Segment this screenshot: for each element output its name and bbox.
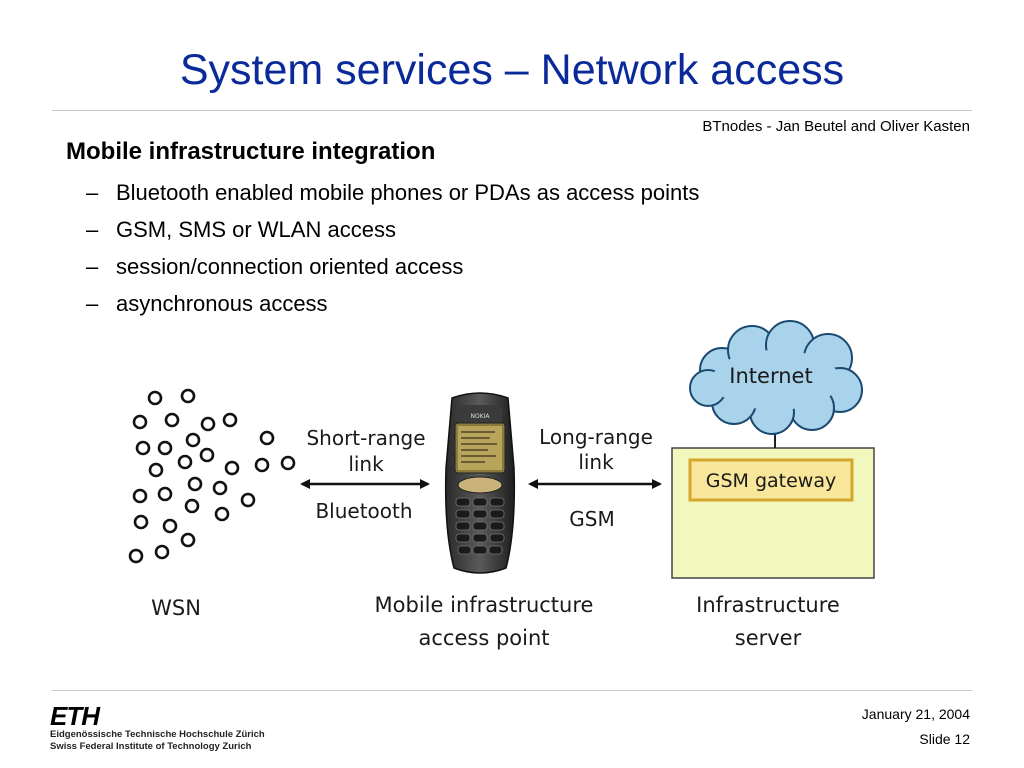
sensor-node — [147, 390, 163, 406]
sensor-node — [180, 388, 196, 404]
infrastructure-server-box: GSM gateway — [671, 447, 875, 579]
eth-logo-line2: Swiss Federal Institute of Technology Zu… — [50, 741, 252, 752]
wsn-caption: WSN — [151, 596, 201, 620]
svg-text:NOKIA: NOKIA — [470, 413, 490, 420]
sensor-node — [214, 506, 230, 522]
bullet-item: –GSM, SMS or WLAN access — [86, 211, 699, 248]
mobile-phone-icon: NOKIA — [444, 392, 516, 574]
dash-marker: – — [86, 180, 99, 205]
sensor-node — [157, 440, 173, 456]
server-caption-line2: server — [735, 626, 802, 650]
slide-date: January 21, 2004 — [861, 706, 970, 722]
sensor-node — [222, 412, 238, 428]
bullet-item: –asynchronous access — [86, 285, 699, 322]
sensor-node — [280, 455, 296, 471]
gsm-gateway-label: GSM gateway — [706, 470, 837, 492]
eth-logo: ETH Eidgenössische Technische Hochschule… — [50, 703, 265, 753]
internet-label: Internet — [729, 364, 812, 388]
sensor-node — [157, 486, 173, 502]
sensor-node — [133, 514, 149, 530]
sensor-node — [177, 454, 193, 470]
bullet-text: GSM, SMS or WLAN access — [116, 217, 396, 242]
dash-marker: – — [86, 217, 99, 242]
short-range-label: Short-range — [306, 426, 425, 450]
eth-logo-word: ETH — [50, 701, 100, 731]
sensor-node — [154, 544, 170, 560]
slide-title: System services – Network access — [179, 46, 845, 94]
sensor-node — [259, 430, 275, 446]
sensor-node — [132, 488, 148, 504]
eth-logo-line1: Eidgenössische Technische Hochschule Zür… — [50, 729, 265, 740]
sensor-node — [180, 532, 196, 548]
mobile-caption-line1: Mobile infrastructure — [375, 593, 594, 617]
sensor-node — [164, 412, 180, 428]
sensor-node — [254, 457, 270, 473]
bullet-text: Bluetooth enabled mobile phones or PDAs … — [116, 180, 700, 205]
sensor-node — [199, 447, 215, 463]
sensor-node — [212, 480, 228, 496]
dash-marker: – — [86, 254, 99, 279]
sensor-node — [132, 414, 148, 430]
sensor-node — [240, 492, 256, 508]
gsm-label: GSM — [569, 507, 614, 531]
long-range-link-word: link — [578, 450, 614, 474]
sensor-node — [185, 432, 201, 448]
author-line: BTnodes - Jan Beutel and Oliver Kasten — [702, 118, 970, 135]
bluetooth-label: Bluetooth — [315, 499, 412, 523]
mobile-caption-line2: access point — [419, 626, 550, 650]
dash-marker: – — [86, 291, 99, 316]
sensor-node — [200, 416, 216, 432]
bullet-item: –Bluetooth enabled mobile phones or PDAs… — [86, 174, 699, 211]
sensor-node — [224, 460, 240, 476]
bullet-text: asynchronous access — [116, 291, 328, 316]
long-range-link: Long-range link GSM — [528, 425, 662, 531]
wsn-node-cluster — [128, 388, 296, 564]
internet-cloud-icon: Internet — [689, 320, 863, 448]
sensor-node — [184, 498, 200, 514]
sensor-node — [162, 518, 178, 534]
sensor-node — [135, 440, 151, 456]
short-range-link-word: link — [348, 452, 384, 476]
sensor-node — [128, 548, 144, 564]
header-divider — [52, 110, 972, 111]
section-heading: Mobile infrastructure integration — [66, 138, 436, 165]
bullet-text: session/connection oriented access — [116, 254, 464, 279]
server-caption-line1: Infrastructure — [696, 593, 840, 617]
footer-divider — [52, 690, 972, 691]
sensor-node — [148, 462, 164, 478]
sensor-node — [187, 476, 203, 492]
long-range-label: Long-range — [539, 425, 653, 449]
bullet-item: –session/connection oriented access — [86, 248, 699, 285]
bullet-list: –Bluetooth enabled mobile phones or PDAs… — [86, 174, 699, 322]
short-range-link: Short-range link Bluetooth — [300, 426, 430, 523]
slide-number: Slide 12 — [919, 731, 970, 747]
